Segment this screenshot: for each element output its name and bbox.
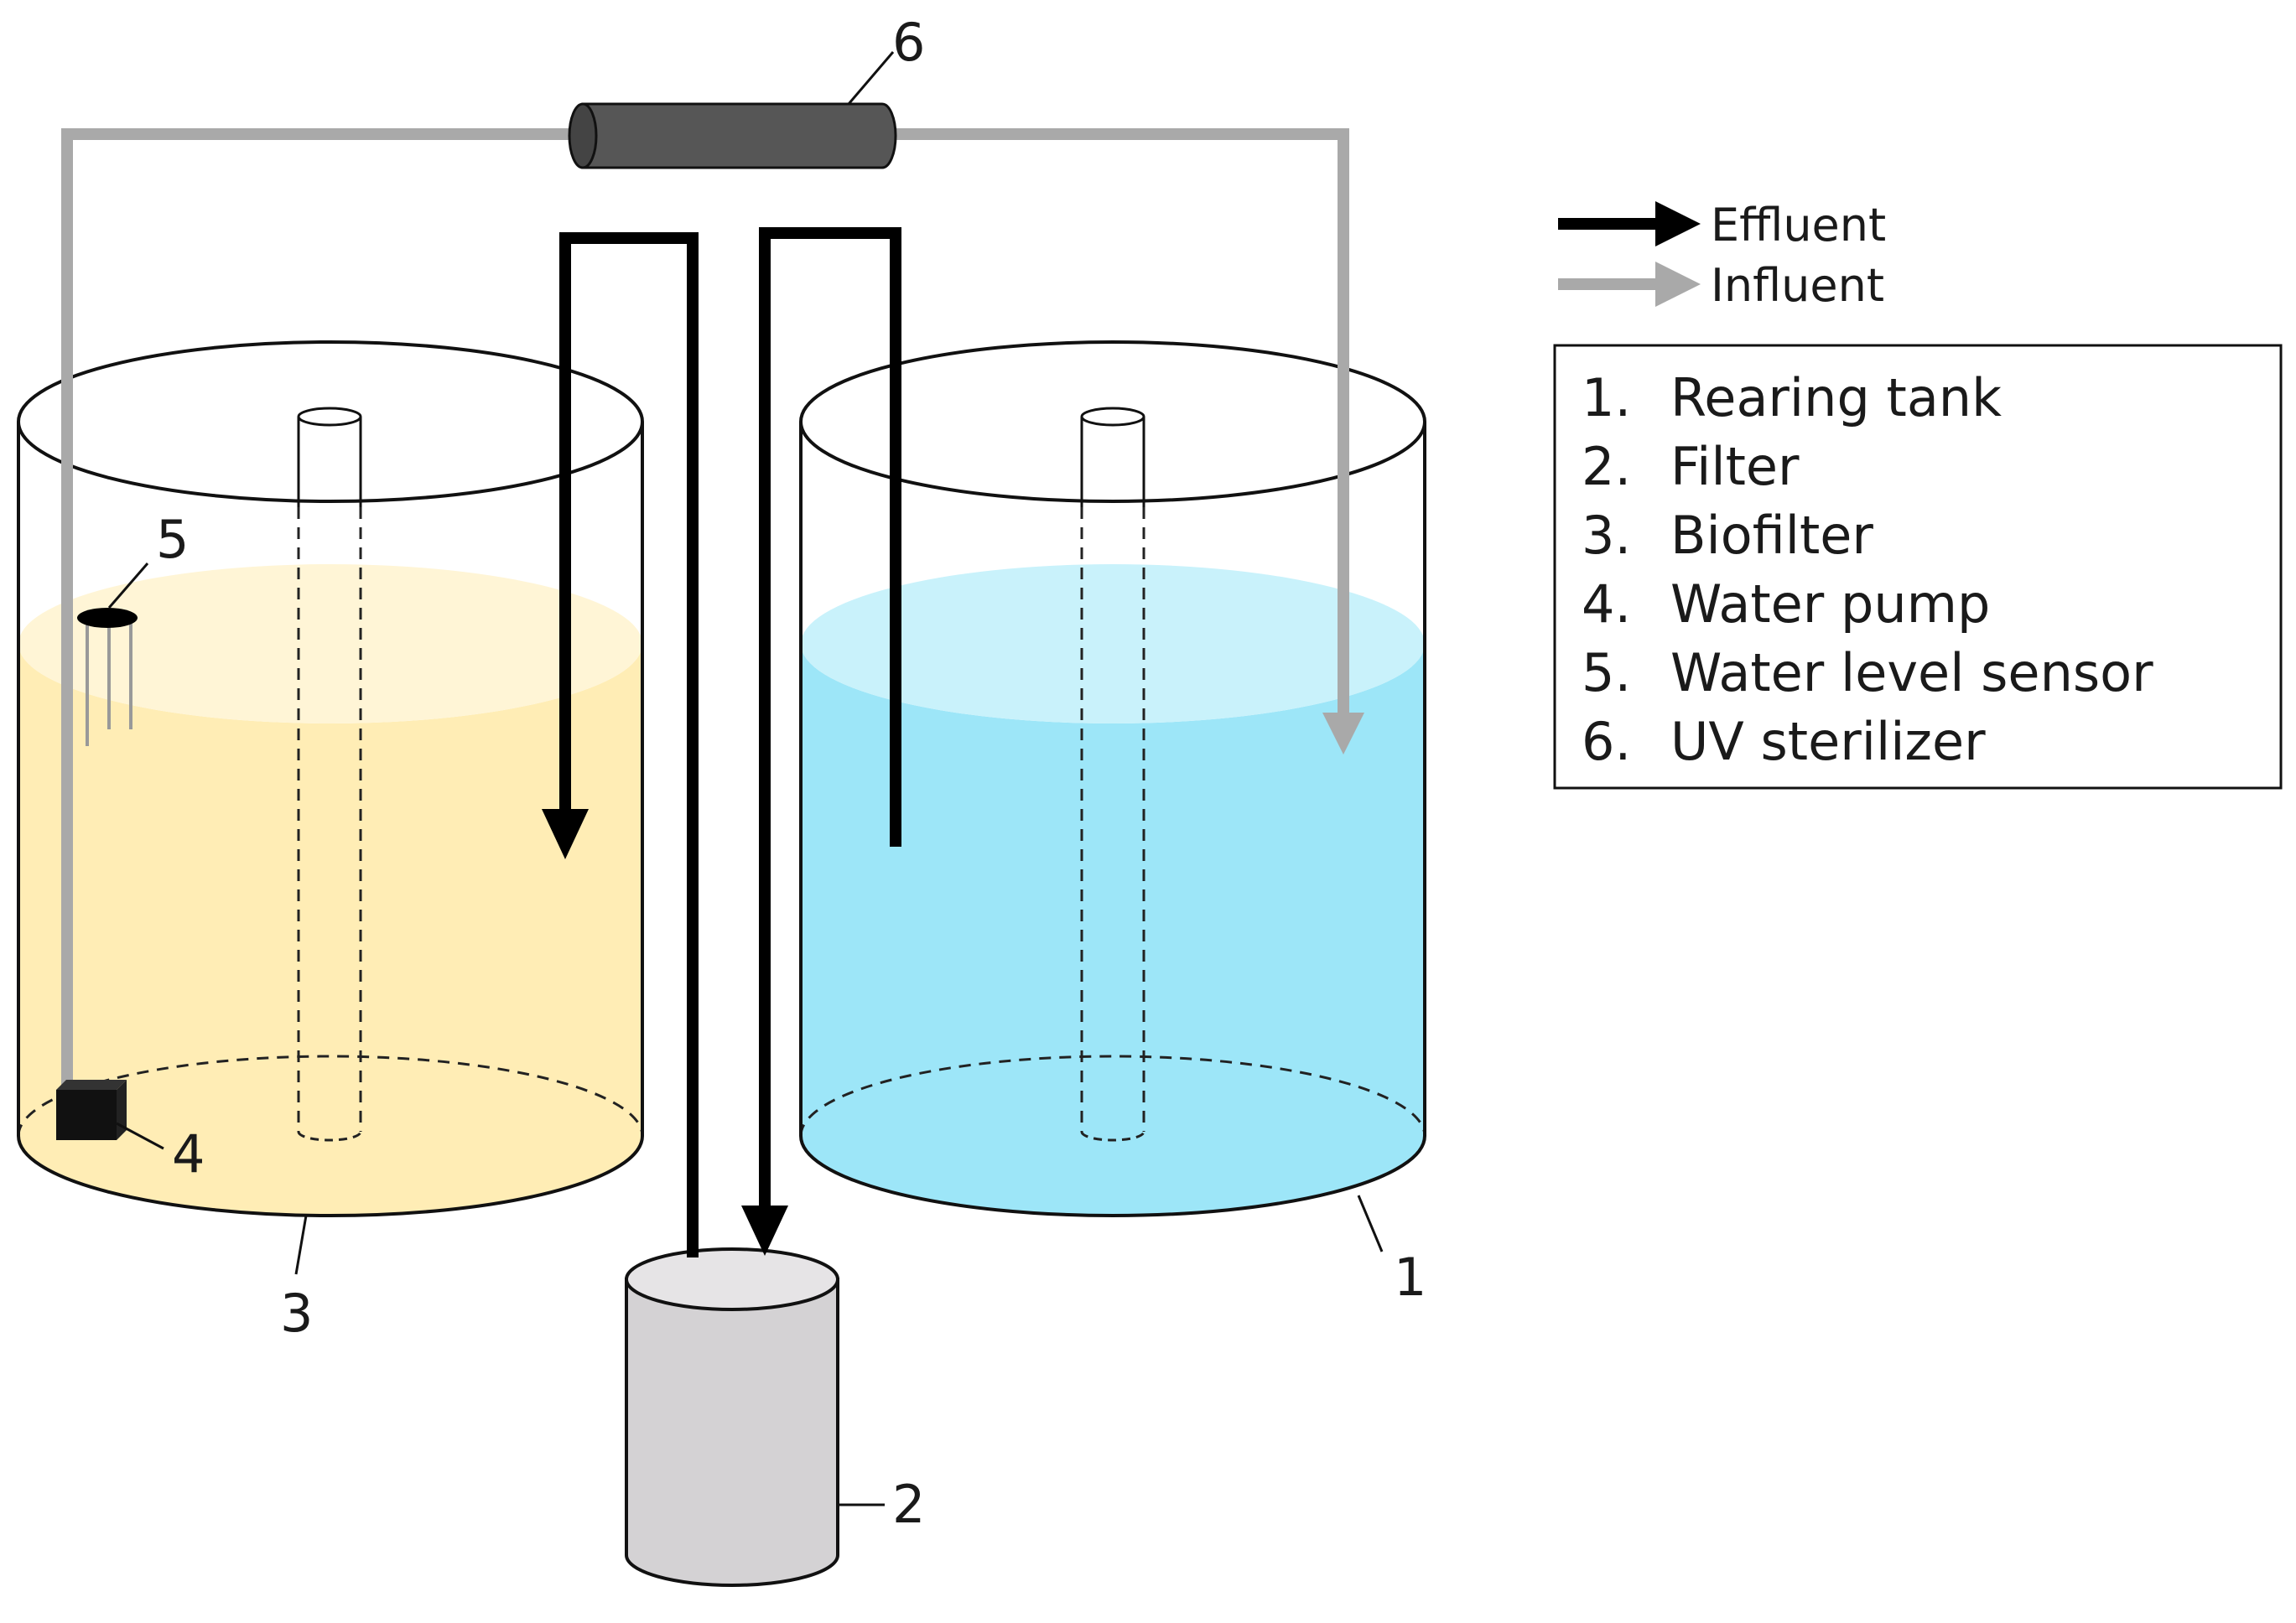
legend-influent-label: Influent xyxy=(1711,259,1884,312)
svg-text:Rearing tank: Rearing tank xyxy=(1670,367,2002,428)
callout-rearing-tank: 1 xyxy=(1394,1247,1426,1308)
callout-water-level-sensor: 5 xyxy=(156,509,189,570)
callouts: 6 1 2 3 4 5 xyxy=(107,12,1426,1535)
biofilter-water xyxy=(18,644,642,1216)
water-level-sensor xyxy=(77,608,138,746)
effluent-arrow-head-filter xyxy=(741,1206,788,1256)
legend-influent: Influent xyxy=(1558,259,1884,312)
rearing-standpipe xyxy=(1080,407,1145,1142)
svg-text:4.: 4. xyxy=(1582,573,1631,635)
legend-effluent: Effluent xyxy=(1558,199,1886,251)
svg-text:Biofilter: Biofilter xyxy=(1670,505,1873,566)
callout-biofilter: 3 xyxy=(280,1283,313,1344)
biofilter-water-surface xyxy=(18,564,642,723)
list-item: 6. UV sterilizer xyxy=(1582,711,1986,772)
uv-sterilizer xyxy=(568,102,897,169)
svg-text:Water pump: Water pump xyxy=(1670,573,1990,635)
svg-text:1.: 1. xyxy=(1582,367,1631,428)
water-pump xyxy=(56,1080,127,1140)
influent-arrow-head xyxy=(1322,713,1364,754)
list-item: 4. Water pump xyxy=(1582,573,1990,635)
effluent-pipes xyxy=(542,227,901,1257)
svg-text:3.: 3. xyxy=(1582,505,1631,566)
legend-effluent-label: Effluent xyxy=(1711,199,1886,251)
list-item: 3. Biofilter xyxy=(1582,505,1873,566)
biofilter-standpipe xyxy=(297,407,362,1142)
effluent-arrow-head-biofilter xyxy=(542,809,589,859)
flow-legend: Effluent Influent xyxy=(1558,199,1886,312)
svg-text:UV sterilizer: UV sterilizer xyxy=(1670,711,1986,772)
svg-text:Water level sensor: Water level sensor xyxy=(1670,642,2153,703)
biofilter-tank xyxy=(17,340,644,1217)
callout-water-pump: 4 xyxy=(172,1123,205,1185)
callout-filter: 2 xyxy=(892,1474,925,1535)
rearing-water-surface xyxy=(801,564,1425,723)
svg-text:6.: 6. xyxy=(1582,711,1631,772)
svg-text:2.: 2. xyxy=(1582,436,1631,497)
filter xyxy=(625,1247,839,1587)
list-item: 1. Rearing tank xyxy=(1582,367,2002,428)
rearing-water xyxy=(801,644,1425,1216)
callout-uv-sterilizer: 6 xyxy=(892,12,925,73)
component-list-box xyxy=(1553,344,2283,790)
svg-text:Filter: Filter xyxy=(1670,436,1800,497)
list-item: 2. Filter xyxy=(1582,436,1800,497)
svg-text:5.: 5. xyxy=(1582,642,1631,703)
list-item: 5. Water level sensor xyxy=(1582,642,2153,703)
rearing-tank xyxy=(799,340,1426,1217)
component-list: 1. Rearing tank 2. Filter 3. Biofilter 4… xyxy=(1553,344,2283,790)
